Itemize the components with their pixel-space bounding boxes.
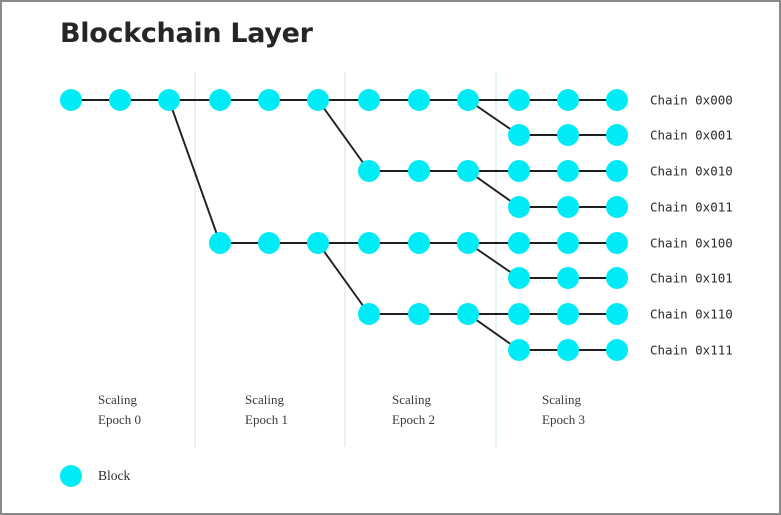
page-title: Blockchain Layer xyxy=(60,18,313,49)
block-node[interactable] xyxy=(606,232,628,254)
branch-edge-0 xyxy=(168,99,221,244)
block-node[interactable] xyxy=(358,89,380,111)
block-node[interactable] xyxy=(457,160,479,182)
block-node[interactable] xyxy=(606,124,628,146)
block-node[interactable] xyxy=(557,160,579,182)
block-node-group xyxy=(60,89,628,361)
chain-label-0x011: Chain 0x011 xyxy=(650,199,733,215)
legend: Block xyxy=(60,465,130,487)
block-node[interactable] xyxy=(557,232,579,254)
block-legend-swatch xyxy=(60,465,82,487)
block-node[interactable] xyxy=(408,160,430,182)
epoch-label-line2: Epoch 1 xyxy=(245,412,288,427)
block-node[interactable] xyxy=(457,89,479,111)
chain-edge-group xyxy=(71,99,617,351)
block-node[interactable] xyxy=(358,232,380,254)
epoch-label-line2: Epoch 3 xyxy=(542,412,585,427)
block-node[interactable] xyxy=(508,339,530,361)
block-node[interactable] xyxy=(557,124,579,146)
block-node[interactable] xyxy=(508,303,530,325)
epoch-label-line1: Scaling xyxy=(98,392,137,407)
block-node[interactable] xyxy=(358,303,380,325)
block-node[interactable] xyxy=(109,89,131,111)
branch-edge-4 xyxy=(317,242,370,315)
block-node[interactable] xyxy=(557,339,579,361)
block-node[interactable] xyxy=(606,160,628,182)
block-node[interactable] xyxy=(557,89,579,111)
chain-label-0x101: Chain 0x101 xyxy=(650,270,733,286)
epoch-label-line2: Epoch 2 xyxy=(392,412,435,427)
block-node[interactable] xyxy=(557,267,579,289)
epoch-label-line1: Scaling xyxy=(245,392,284,407)
block-node[interactable] xyxy=(508,124,530,146)
block-node[interactable] xyxy=(60,89,82,111)
block-node[interactable] xyxy=(508,267,530,289)
block-node[interactable] xyxy=(508,196,530,218)
block-node[interactable] xyxy=(408,232,430,254)
chain-label-0x010: Chain 0x010 xyxy=(650,163,733,179)
block-node[interactable] xyxy=(557,303,579,325)
block-node[interactable] xyxy=(606,303,628,325)
chain-label-0x000: Chain 0x000 xyxy=(650,92,733,108)
chain-label-0x110: Chain 0x110 xyxy=(650,306,733,322)
block-node[interactable] xyxy=(408,89,430,111)
block-node[interactable] xyxy=(258,89,280,111)
chain-label-0x111: Chain 0x111 xyxy=(650,342,733,358)
block-node[interactable] xyxy=(307,89,329,111)
block-node[interactable] xyxy=(606,267,628,289)
block-node[interactable] xyxy=(358,160,380,182)
block-node[interactable] xyxy=(307,232,329,254)
block-node[interactable] xyxy=(557,196,579,218)
block-node[interactable] xyxy=(606,339,628,361)
block-node[interactable] xyxy=(508,160,530,182)
chain-label-0x001: Chain 0x001 xyxy=(650,127,733,143)
epoch-label-line1: Scaling xyxy=(542,392,581,407)
block-node[interactable] xyxy=(158,89,180,111)
block-node[interactable] xyxy=(457,232,479,254)
epoch-label-line1: Scaling xyxy=(392,392,431,407)
branch-edge-1 xyxy=(317,99,370,172)
chain-label-0x100: Chain 0x100 xyxy=(650,235,733,251)
legend-item-label: Block xyxy=(98,468,131,483)
block-node[interactable] xyxy=(606,196,628,218)
block-node[interactable] xyxy=(258,232,280,254)
block-node[interactable] xyxy=(606,89,628,111)
block-node[interactable] xyxy=(508,232,530,254)
block-node[interactable] xyxy=(408,303,430,325)
block-node[interactable] xyxy=(457,303,479,325)
epoch-label-line2: Epoch 0 xyxy=(98,412,141,427)
block-node[interactable] xyxy=(209,232,231,254)
epoch-divider-group xyxy=(194,72,497,447)
block-node[interactable] xyxy=(209,89,231,111)
block-node[interactable] xyxy=(508,89,530,111)
